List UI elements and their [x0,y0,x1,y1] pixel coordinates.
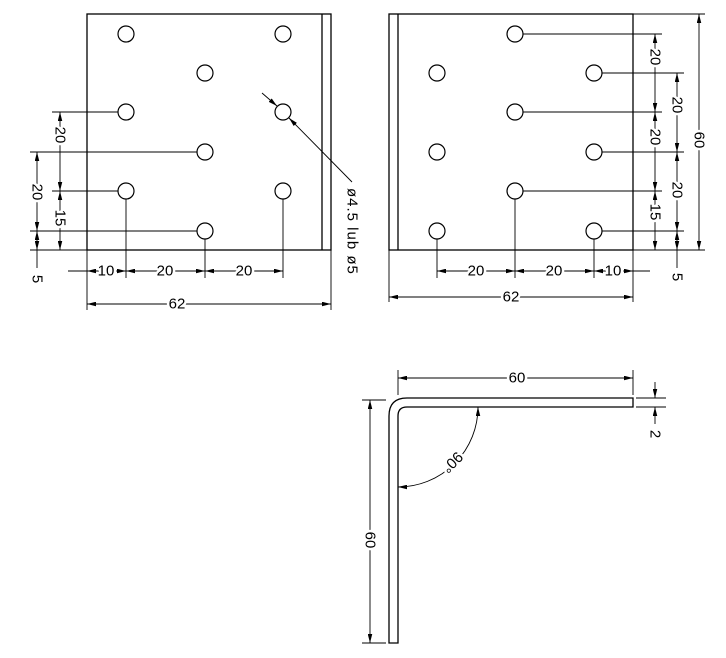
dimension-label: 20 [29,184,46,201]
overall-width-label: 62 [503,289,520,306]
plate-outline [86,13,332,251]
hole-note: ø4.5 lub ø5 [344,188,361,275]
dimension-label: 15 [647,204,664,221]
dimension-label: 20 [157,263,174,280]
dimension-label: 10 [98,263,115,280]
bracket-profile [388,397,634,644]
hole [274,182,292,200]
bend-angle-label: 90° [438,448,466,476]
hole [585,143,603,161]
hole [428,222,446,240]
hole [585,222,603,240]
dimension-label: 5 [669,273,686,281]
hole [274,25,292,43]
hole [506,25,524,43]
hole [196,143,214,161]
hole [506,103,524,121]
angle-arc [397,406,481,490]
hole [117,25,135,43]
hole [428,143,446,161]
dimension-label: 20 [52,127,69,144]
hole [585,64,603,82]
hole [196,222,214,240]
hole [117,182,135,200]
dimension-label: 15 [52,210,69,227]
overall-width-label: 62 [169,296,186,313]
right-plate-view: 20 20 15 20 20 5 60 20 20 10 62 [388,13,710,308]
overall-height-label: 60 [691,132,708,149]
dimension-label: 20 [236,263,253,280]
leg-length-label: 60 [509,370,526,387]
hole [428,64,446,82]
hole [274,103,292,121]
leader-line [261,92,278,107]
dimension-label: 10 [605,263,622,280]
side-profile-view: 60 2 60 90° [359,367,666,644]
hole [196,64,214,82]
plate-outline [388,13,634,251]
dimension-label: 20 [647,129,664,146]
hole [117,103,135,121]
dimension-label: 20 [669,182,686,199]
leg-height-label: 60 [362,532,379,549]
dimension-label: 20 [468,263,485,280]
dimension-label: 20 [546,263,563,280]
leader-line [288,117,353,183]
dimension-label: 5 [29,275,46,283]
thickness-label: 2 [647,430,664,438]
dimension-label: 20 [647,49,664,66]
dimension-label: 20 [669,97,686,114]
hole [506,182,524,200]
left-plate-view: 20 15 20 5 10 20 20 62 ø4.5 lub ø5 [26,13,361,315]
